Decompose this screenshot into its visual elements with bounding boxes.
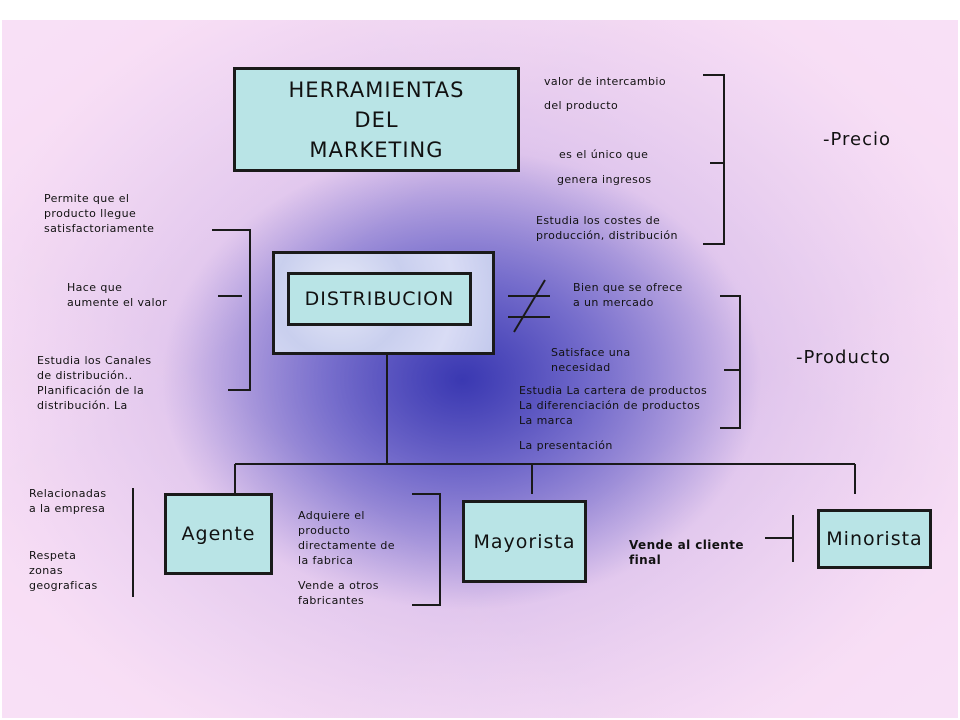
- minorista-text: Minorista: [826, 528, 923, 550]
- agente-note-2: Respeta zonas geograficas: [29, 549, 98, 592]
- producto-note-4: La presentación: [519, 439, 613, 452]
- title-text: HERRAMIENTAS DEL MARKETING: [288, 77, 465, 162]
- distribucion-box: DISTRIBUCION: [287, 272, 472, 326]
- producto-note-1: Bien que se ofrece a un mercado: [573, 281, 683, 309]
- title-box: HERRAMIENTAS DEL MARKETING: [233, 67, 520, 172]
- distribucion-note-2: Hace que aumente el valor: [67, 281, 168, 309]
- mayorista-bracket: [412, 493, 441, 606]
- distribucion-text: DISTRIBUCION: [304, 288, 455, 310]
- precio-label: -Precio: [823, 129, 892, 150]
- precio-note-1a: valor de intercambio: [544, 75, 666, 88]
- producto-note-2: Satisface una necesidad: [551, 346, 631, 374]
- precio-note-2a: es el único que: [559, 148, 649, 161]
- precio-note-3: Estudia los costes de producción, distri…: [536, 214, 678, 242]
- agente-text: Agente: [181, 523, 256, 545]
- distribucion-note-3: Estudia los Canales de distribución.. Pl…: [37, 354, 152, 412]
- mayorista-box: Mayorista: [462, 500, 587, 583]
- mayorista-note-1: Adquiere el producto directamente de la …: [298, 509, 395, 567]
- minorista-note: Vende al cliente final: [629, 538, 744, 567]
- precio-note-2b: genera ingresos: [557, 173, 652, 186]
- producto-note-3: Estudia La cartera de productos La difer…: [519, 384, 708, 427]
- minorista-box: Minorista: [817, 509, 932, 569]
- precio-note-1b: del producto: [544, 99, 619, 112]
- agente-box: Agente: [164, 493, 273, 575]
- not-equal-slash: [513, 279, 546, 333]
- distribucion-bracket: [212, 229, 251, 391]
- producto-bracket: [720, 295, 741, 429]
- mayorista-text: Mayorista: [473, 530, 576, 553]
- mayorista-note-2: Vende a otros fabricantes: [298, 579, 379, 607]
- producto-label: -Producto: [796, 347, 891, 368]
- precio-bracket: [703, 74, 725, 245]
- distribucion-note-1: Permite que el producto llegue satisfact…: [44, 192, 155, 235]
- agente-note-1: Relacionadas a la empresa: [29, 487, 107, 515]
